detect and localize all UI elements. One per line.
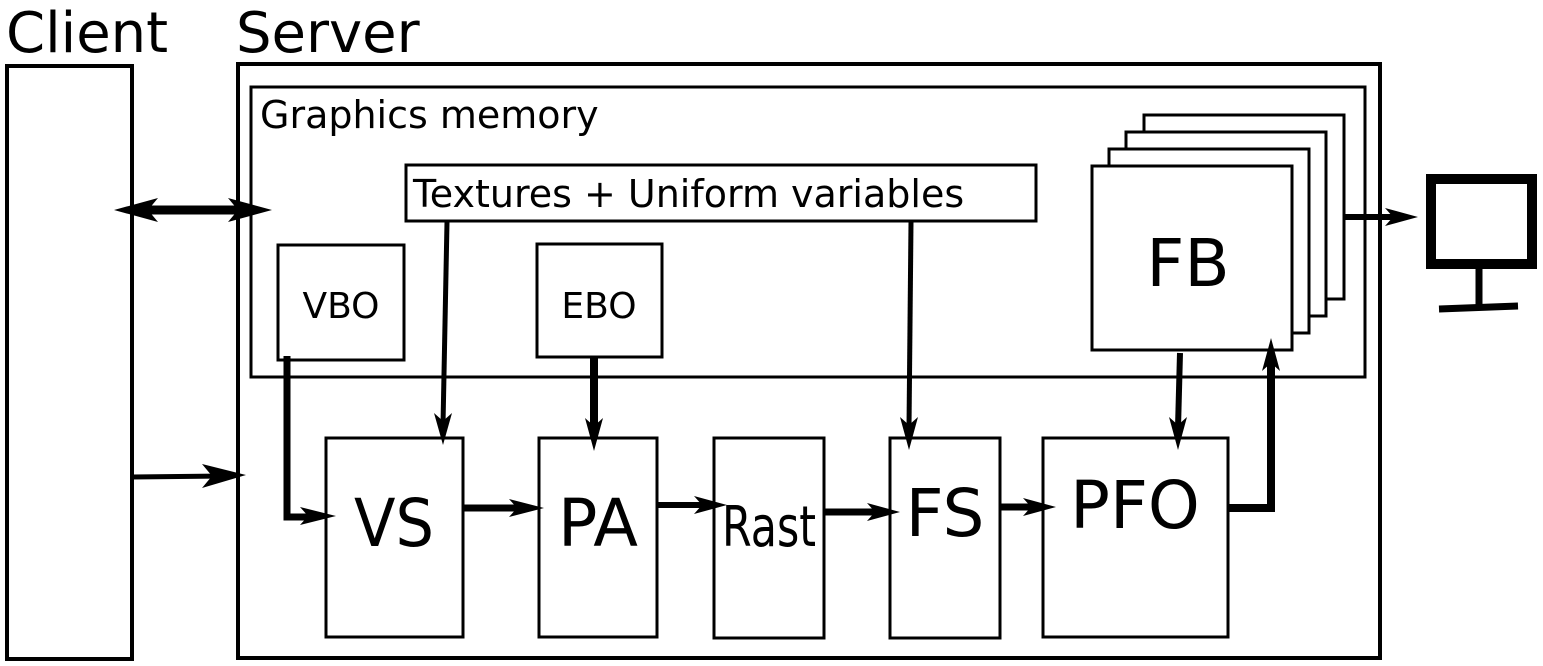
stage-pfo-box xyxy=(1041,436,1230,639)
stage-pfo-label: PFO xyxy=(1070,467,1200,544)
fs-to-pfo-arrow xyxy=(1000,498,1056,516)
stage-vs-label: VS xyxy=(354,485,434,562)
client-box xyxy=(5,64,134,661)
pa-to-rast-arrow xyxy=(657,496,727,514)
monitor-icon xyxy=(1426,174,1537,313)
uniforms-box xyxy=(404,163,1038,223)
stage-rast-label: Rast xyxy=(722,495,816,560)
stage-rast-box xyxy=(712,436,826,640)
vs-to-pa-arrow xyxy=(463,499,544,517)
fb-to-pfo-arrow xyxy=(1169,352,1187,450)
client-title: Client xyxy=(6,1,168,66)
vbo-label: VBO xyxy=(302,286,379,327)
framebuffer-box xyxy=(1090,164,1294,352)
client-command-arrow xyxy=(131,464,246,488)
ebo-box xyxy=(535,242,664,359)
graphics-memory-label: Graphics memory xyxy=(260,93,599,137)
stage-fs-label: FS xyxy=(906,475,985,552)
stage-pa-label: PA xyxy=(558,485,638,562)
ebo-to-pa-arrow xyxy=(585,358,603,451)
uniforms-to-fs-arrow xyxy=(900,221,918,450)
rast-to-fs-arrow xyxy=(824,503,900,521)
uniforms-to-vs-arrow xyxy=(434,221,452,445)
fb-to-display-arrow xyxy=(1344,208,1418,226)
client-server-bidirectional-arrow xyxy=(114,198,272,222)
vbo-to-vs-arrow xyxy=(283,356,336,525)
pfo-to-fb-arrow xyxy=(1228,338,1280,512)
stage-fs-box xyxy=(888,436,1002,640)
stage-vs-box xyxy=(324,436,465,639)
fb-label: FB xyxy=(1146,225,1229,302)
framebuffer-stack: FB xyxy=(1090,113,1346,352)
ebo-label: EBO xyxy=(561,286,636,327)
vbo-box xyxy=(276,243,406,362)
uniforms-label: Textures + Uniform variables xyxy=(412,172,964,216)
server-title: Server xyxy=(236,1,421,66)
stage-pa-box xyxy=(537,436,659,639)
